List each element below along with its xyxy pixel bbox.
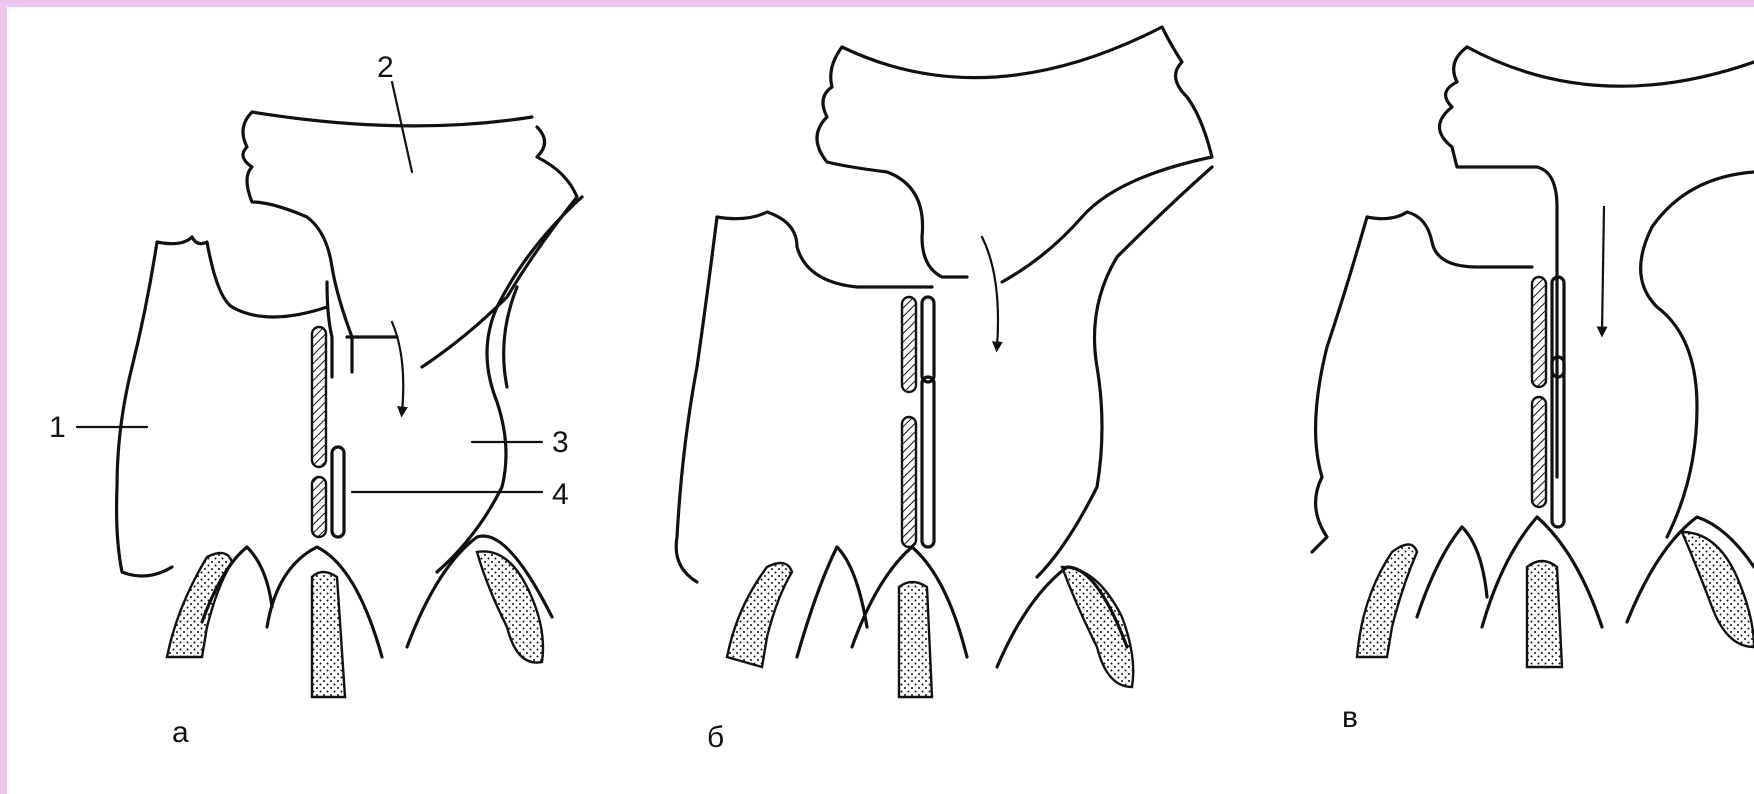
- muscle-center-b: [899, 582, 932, 697]
- muscle-center-v: [1527, 561, 1562, 667]
- septum-gap-wall: [332, 447, 344, 537]
- muscle-left-a: [167, 553, 232, 657]
- right-chamber-outline: [437, 197, 582, 572]
- label-4: 4: [552, 478, 569, 511]
- septum-secundum-lower-b: [902, 417, 916, 547]
- muscle-right-v: [1682, 532, 1754, 647]
- muscle-left-b: [727, 563, 792, 667]
- right-chamber-outline-b: [1037, 167, 1212, 577]
- panel-v: в: [1312, 47, 1754, 734]
- muscle-center-a: [312, 572, 345, 697]
- label-2: 2: [377, 51, 394, 84]
- septum-secundum-upper-v: [1532, 277, 1546, 387]
- caption-a: а: [172, 716, 189, 749]
- left-chamber-outline-b: [676, 212, 932, 582]
- septum-secundum-upper: [312, 327, 326, 467]
- label-1: 1: [49, 411, 66, 444]
- flow-arrow-v: [1602, 207, 1604, 332]
- left-chamber-outline: [117, 237, 327, 576]
- septum-gap-wall-b: [922, 297, 934, 382]
- septum-secundum-upper-b: [902, 297, 916, 392]
- label-3: 3: [552, 426, 569, 459]
- upper-chamber-outline: [243, 112, 577, 372]
- diagram-frame: 1 2 3 4 а б в: [7, 7, 1754, 794]
- heart-septum-diagram: 1 2 3 4 а б в: [7, 7, 1754, 794]
- caption-v: в: [1342, 701, 1358, 734]
- inner-right-wall: [504, 287, 517, 387]
- muscle-right-a: [477, 551, 543, 662]
- left-chamber-outline-v: [1312, 212, 1532, 552]
- muscle-left-v: [1357, 545, 1417, 658]
- right-chamber-outline-v: [1641, 172, 1754, 537]
- caption-b: б: [707, 721, 724, 754]
- flow-arrow-b: [982, 237, 998, 347]
- panel-b: б: [676, 27, 1212, 754]
- upper-chamber-outline-v: [1440, 47, 1754, 477]
- septum-secundum-lower: [312, 477, 326, 537]
- septum-secundum-lower-v: [1532, 397, 1546, 507]
- upper-chamber-outline-b: [817, 27, 1212, 282]
- panel-a: 1 2 3 4 а: [49, 51, 582, 749]
- septum-lower-wall-b: [922, 377, 934, 547]
- muscle-right-b: [1062, 567, 1133, 687]
